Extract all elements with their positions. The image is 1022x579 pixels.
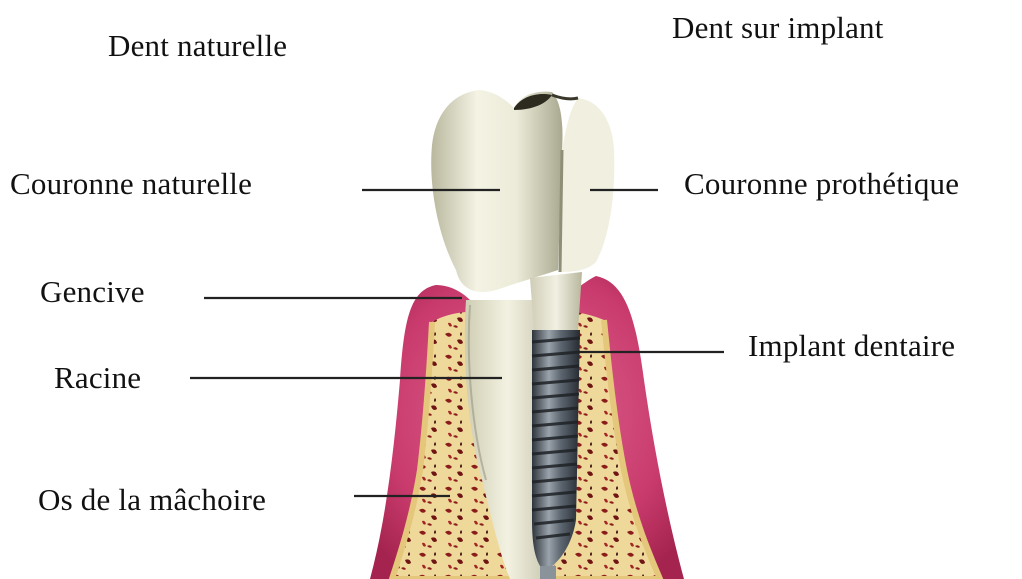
label-jaw-bone: Os de la mâchoire: [38, 484, 266, 515]
heading-natural-tooth: Dent naturelle: [108, 30, 287, 61]
heading-implant-tooth: Dent sur implant: [672, 12, 884, 43]
prosthetic-crown-shape: [560, 98, 614, 272]
label-root: Racine: [54, 362, 141, 393]
label-natural-crown: Couronne naturelle: [10, 168, 252, 199]
label-prosthetic-crown: Couronne prothétique: [684, 168, 959, 199]
label-gum: Gencive: [40, 276, 145, 307]
abutment-shape: [530, 272, 582, 330]
label-dental-implant: Implant dentaire: [748, 330, 955, 361]
